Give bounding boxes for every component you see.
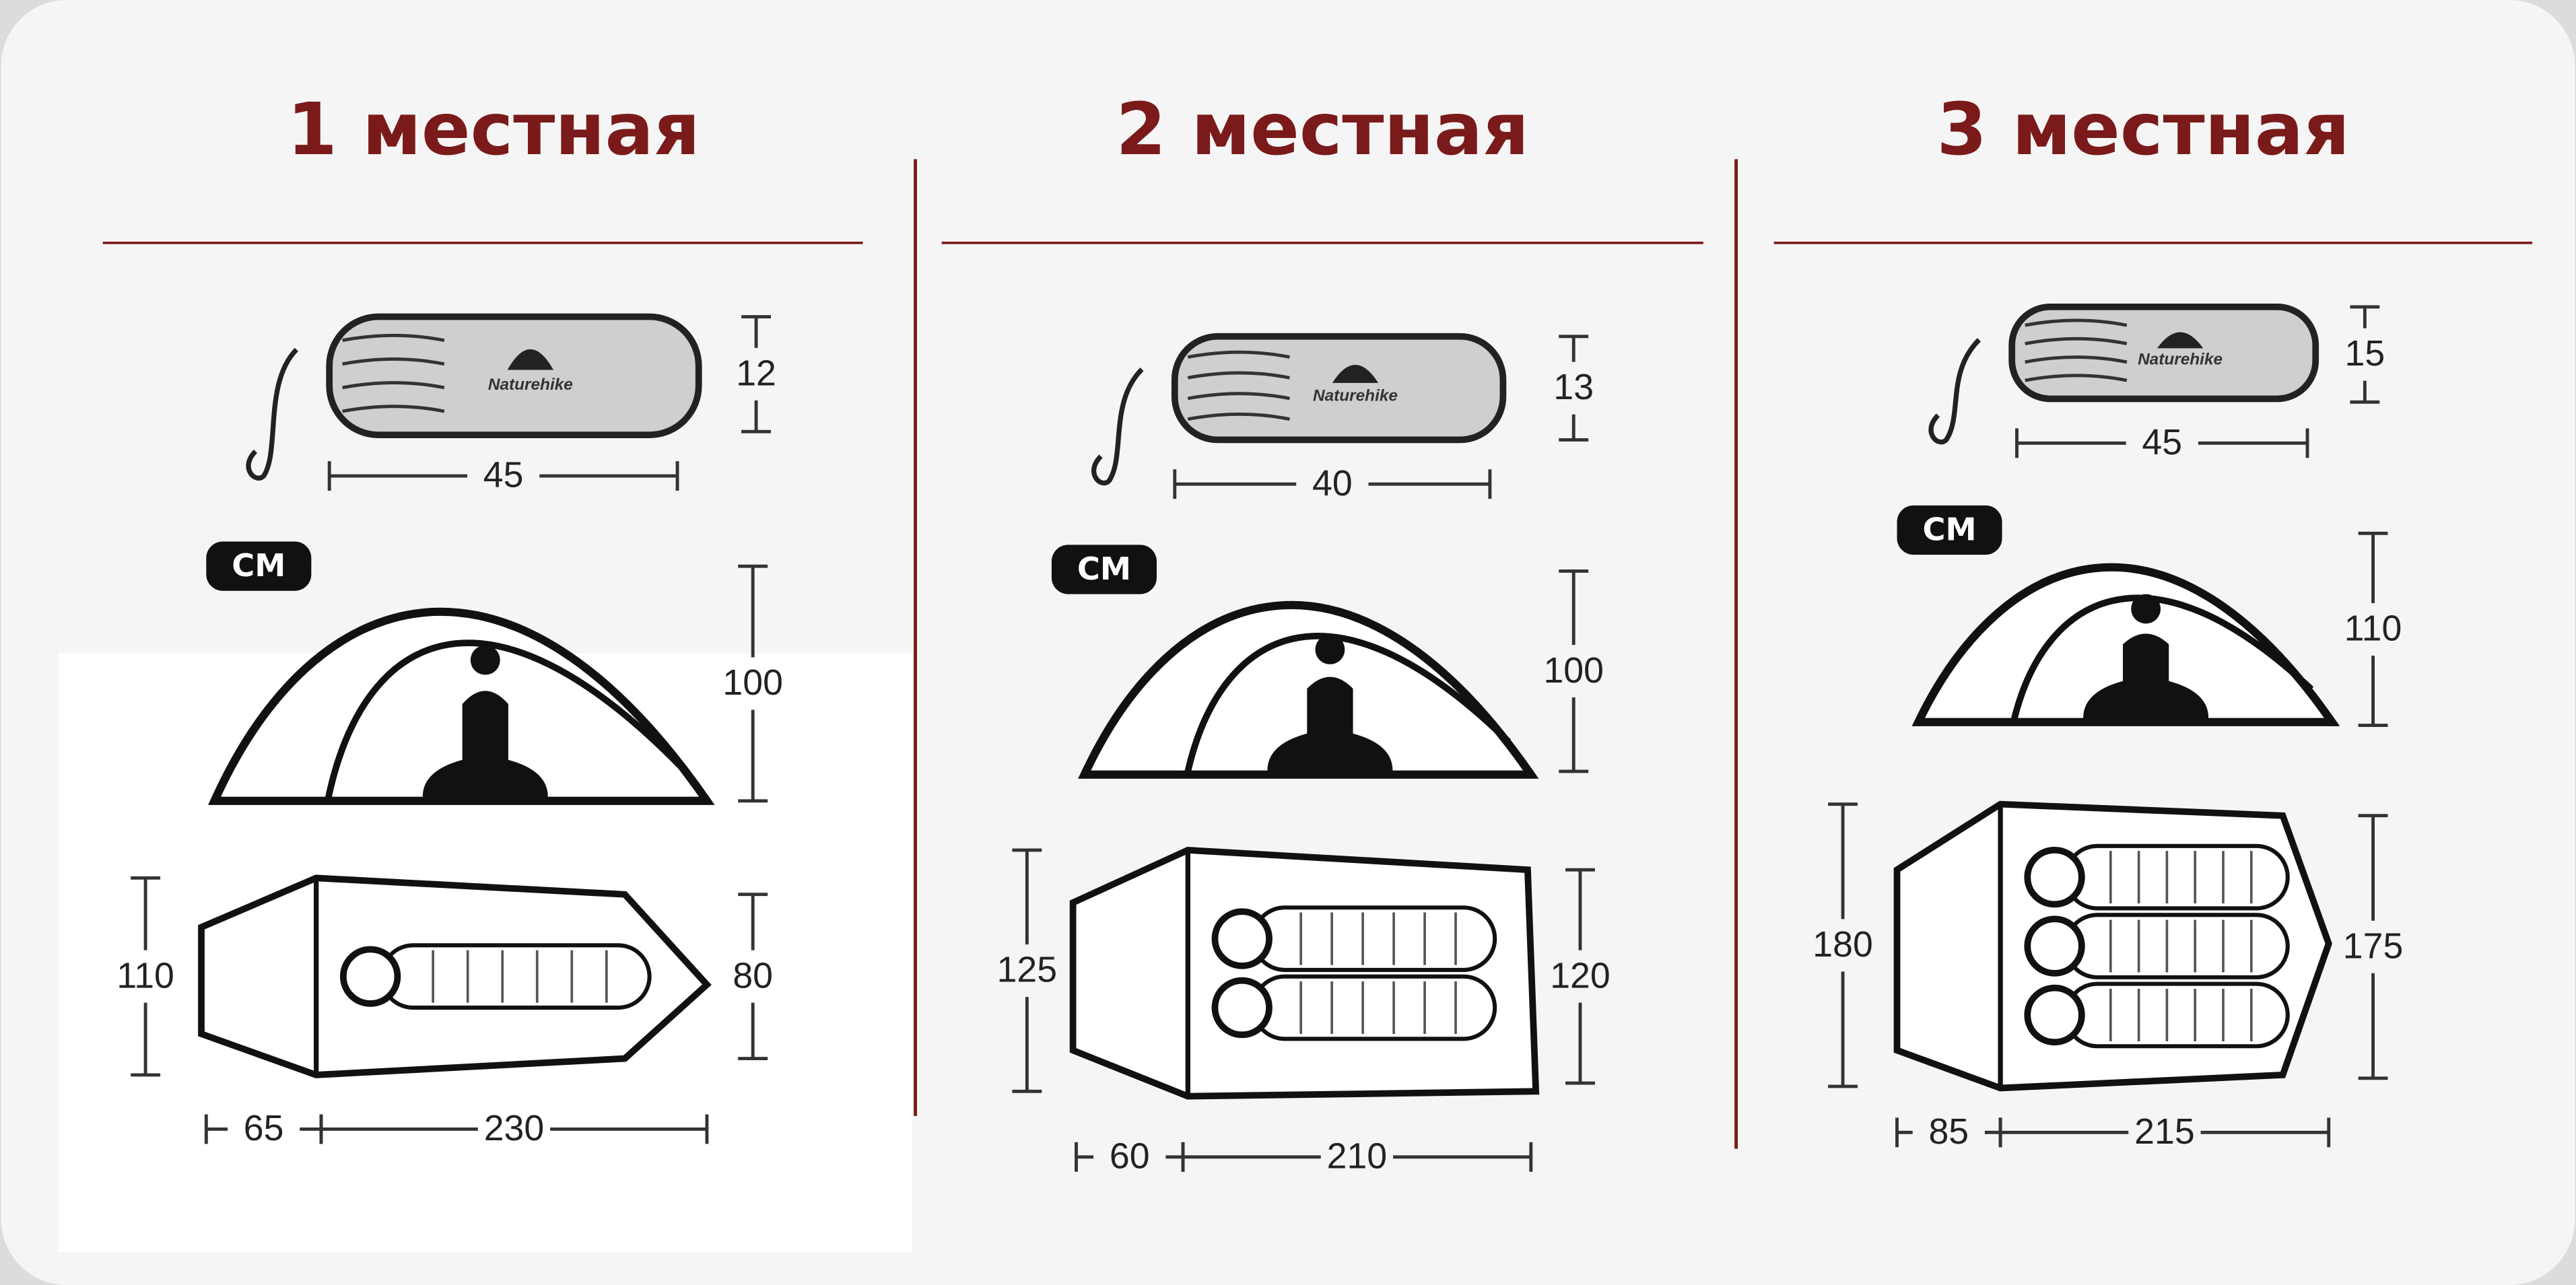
person-silhouette-icon (2083, 633, 2209, 722)
unit-badge-label: CM (1077, 551, 1131, 587)
person-head-icon (470, 645, 500, 675)
person-silhouette-icon (422, 691, 548, 801)
bag-length-label: 40 (1312, 463, 1353, 503)
bag-length-label: 45 (2142, 422, 2182, 462)
sleeping-bag-icon (1251, 974, 1497, 1041)
tent-pole (2010, 594, 2314, 723)
bag-fold-line (1187, 412, 1290, 421)
panel-title: 3 местная (1936, 88, 2350, 172)
sleeping-bag-head-icon (1211, 908, 1273, 969)
naturehike-logo-icon (1332, 365, 1379, 383)
packed-bag-illustration: Naturehike (1091, 333, 1507, 486)
panel-title: 2 местная (1116, 88, 1529, 172)
sleeping-bag-head-icon (2024, 984, 2085, 1046)
tent-side-view (208, 607, 715, 805)
vestibule-length-label: 85 (1928, 1111, 1969, 1152)
tent-height-label: 100 (1543, 650, 1603, 691)
unit-badge (1051, 545, 1157, 594)
naturehike-logo-icon (507, 349, 553, 370)
tent-floor-plan (1893, 800, 2332, 1092)
bag-fold-line (1187, 350, 1290, 359)
unit-badge-label: CM (1922, 511, 1976, 547)
unit-badge-label: CM (232, 547, 285, 584)
naturehike-logo-icon (2157, 332, 2204, 349)
sleeping-bag-head-icon (1211, 977, 1273, 1039)
vestibule-length-label: 65 (244, 1108, 284, 1148)
floor-length-label: 230 (484, 1108, 544, 1148)
packed-bag-illustration: Naturehike (1928, 304, 2319, 445)
sleeping-bag-head-icon (339, 946, 401, 1007)
sleeping-bag-head-icon (2024, 846, 2085, 908)
sleeping-bag-icon (1251, 905, 1497, 972)
panel-title: 1 местная (287, 88, 700, 172)
bag-fold-line (342, 333, 445, 343)
floor-width-foot-label: 120 (1550, 955, 1610, 996)
bag-fold-line (342, 381, 445, 390)
bag-fold-line (1187, 371, 1290, 380)
floor-width-foot-label: 80 (733, 955, 773, 996)
tent-side-view (1078, 600, 1539, 779)
floor-width-head-label: 110 (116, 955, 174, 996)
tent-height-label: 100 (722, 662, 782, 703)
bag-fold-line (2025, 374, 2128, 382)
bag-fold-line (2025, 318, 2128, 327)
drawstring-icon (1091, 367, 1144, 486)
floor-width-head-label: 125 (997, 950, 1057, 990)
brand-logo-text: Naturehike (2138, 351, 2223, 369)
floor-length-label: 215 (2134, 1111, 2194, 1152)
floor-outline (1069, 846, 1540, 1100)
tent-floor-plan (198, 874, 712, 1078)
bag-fold-line (342, 357, 445, 366)
unit-badge (1897, 505, 2002, 555)
bag-fold-line (1187, 392, 1290, 401)
tent-height-label: 110 (2344, 609, 2402, 649)
bag-fold-line (2025, 355, 2128, 364)
packed-bag-illustration: Naturehike (246, 313, 702, 481)
tent-side-view (1911, 563, 2340, 726)
tent-pole (1184, 633, 1512, 775)
brand-logo-text: Naturehike (1313, 386, 1398, 405)
drawstring-icon (1928, 338, 1981, 445)
drawstring-icon (246, 347, 299, 481)
bag-fold-line (2025, 337, 2128, 345)
bag-body (326, 313, 702, 438)
person-silhouette-icon (1267, 676, 1393, 775)
bag-length-label: 45 (483, 455, 524, 495)
sleeping-bag-icon (2064, 843, 2290, 911)
bag-diameter-label: 12 (736, 353, 776, 393)
sleeping-bag-icon (380, 943, 652, 1010)
unit-badge (206, 541, 312, 591)
bag-diameter-label: 15 (2345, 333, 2385, 374)
tent-floor-plan (1069, 846, 1540, 1100)
sleeping-bag-icon (2064, 913, 2290, 979)
floor-width-head-label: 180 (1812, 924, 1872, 965)
vestibule-length-label: 60 (1110, 1136, 1150, 1176)
tent-pole (324, 639, 685, 802)
bag-diameter-label: 13 (1553, 367, 1594, 407)
person-head-icon (1315, 635, 1345, 664)
bag-fold-line (342, 405, 445, 413)
sleeping-bag-icon (2064, 981, 2290, 1049)
person-head-icon (2131, 594, 2161, 624)
floor-length-label: 210 (1327, 1136, 1387, 1176)
brand-logo-text: Naturehike (488, 376, 573, 394)
sleeping-bag-head-icon (2024, 915, 2085, 977)
floor-width-foot-label: 175 (2343, 926, 2403, 966)
